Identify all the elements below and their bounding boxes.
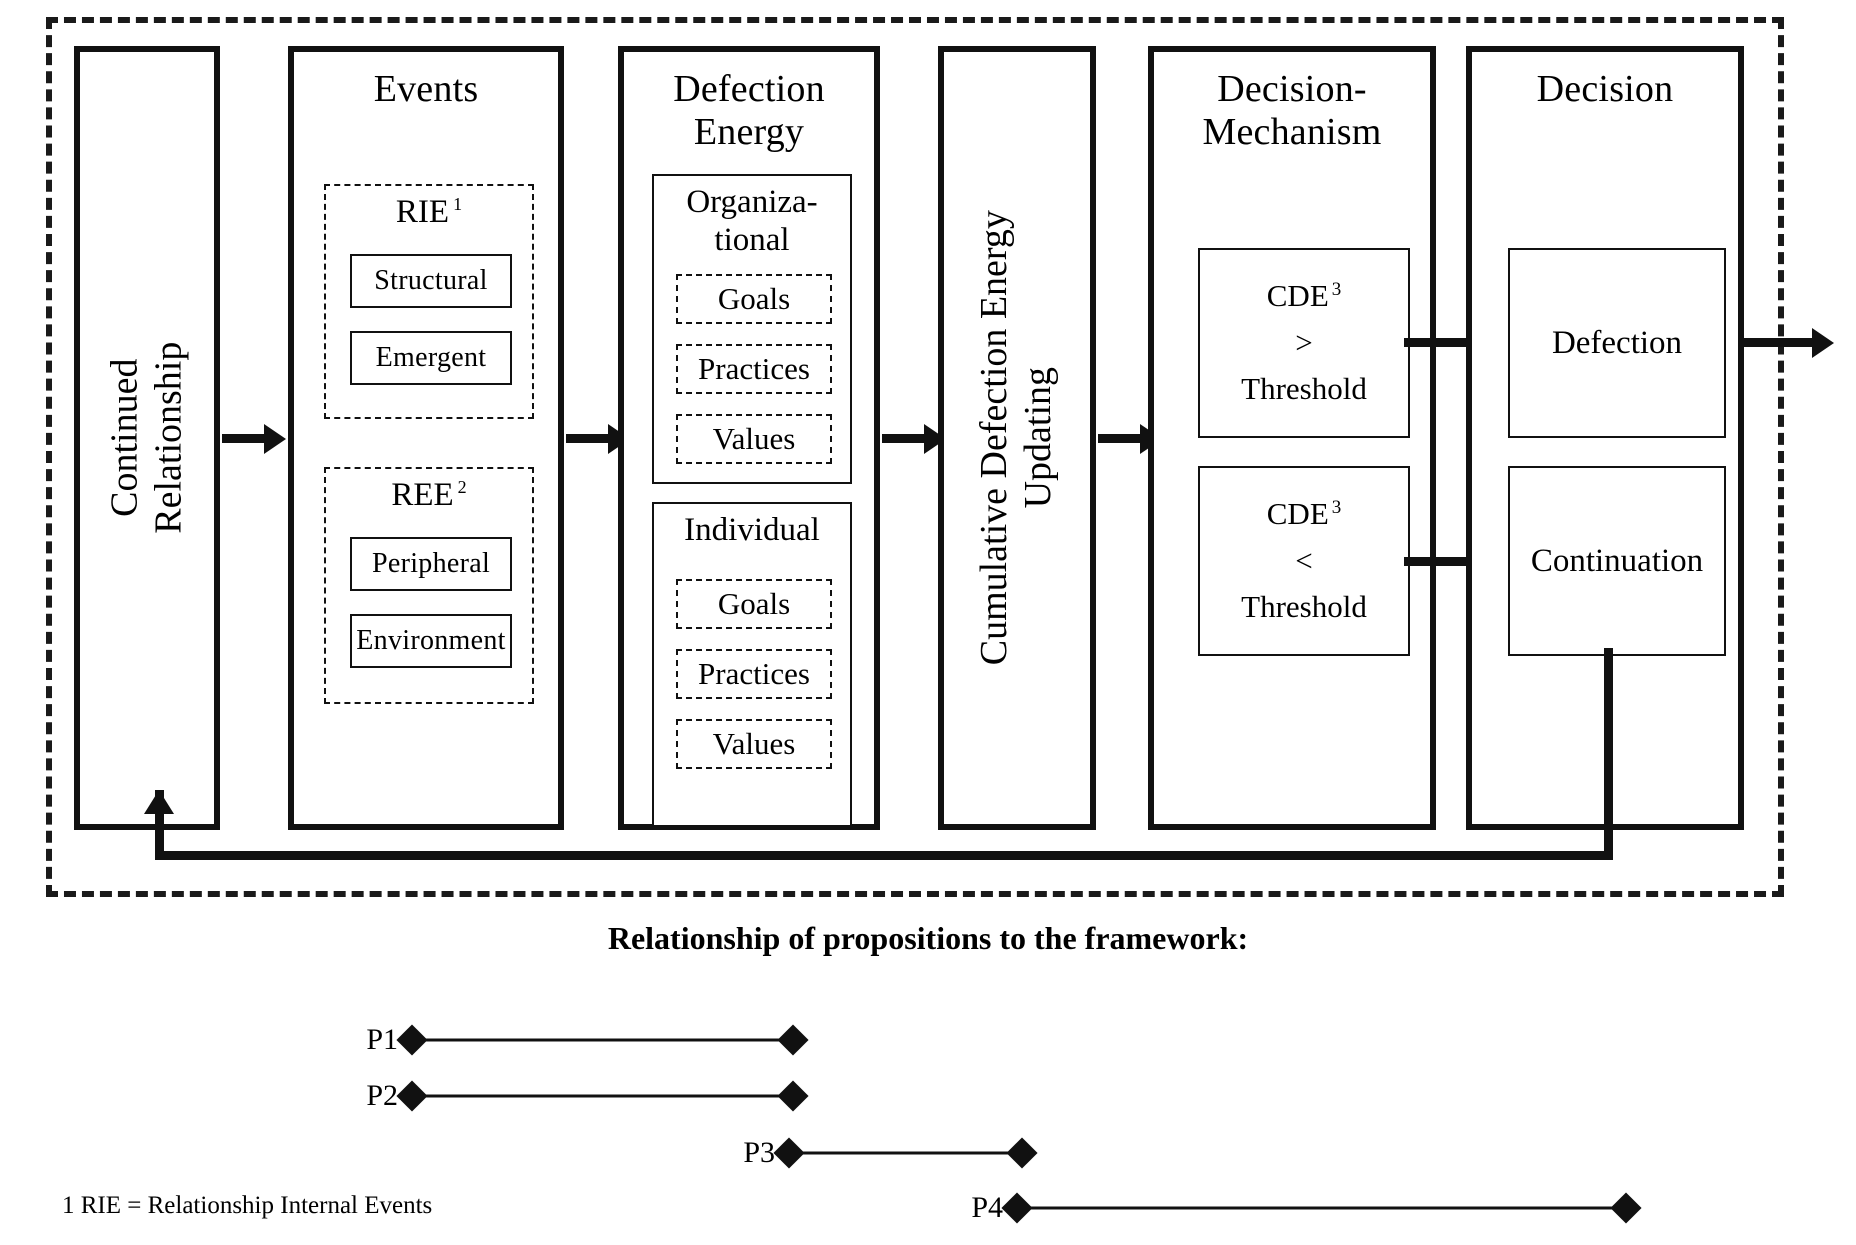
organizational-label-line-2: tional <box>714 221 790 258</box>
title-line-energy: Energy <box>693 110 805 153</box>
stage-title-decision-mechanism: Decision- Mechanism <box>1154 52 1430 153</box>
proposition-start-diamond-p2 <box>396 1080 428 1112</box>
arrow-relationship-to-events-shaft <box>222 434 276 443</box>
event-box-environment[interactable]: Environment <box>350 614 512 668</box>
org-item-values[interactable]: Values <box>676 414 832 464</box>
cde-less-operator: < <box>1295 542 1313 578</box>
stage-defection-energy[interactable]: Defection Energy Organiza- tional Goals … <box>618 46 880 830</box>
panel-individual[interactable]: Individual Goals Practices Values <box>652 502 852 827</box>
proposition-end-diamond-p4 <box>1610 1192 1642 1224</box>
continued-relationship-title-wrap: Continued Relationship <box>80 52 214 824</box>
arrow-cde-less-to-continuation-shaft <box>1404 557 1502 566</box>
individual-label-line-1: Individual <box>684 512 820 548</box>
event-box-peripheral[interactable]: Peripheral <box>350 537 512 591</box>
stage-title-cumulative-defection-energy-updating: Cumulative Defection Energy Updating <box>973 210 1060 665</box>
panel-organizational[interactable]: Organiza- tional Goals Practices Values <box>652 174 852 484</box>
proposition-line-p2 <box>412 1094 793 1098</box>
proposition-line-p1 <box>412 1038 793 1042</box>
arrow-defection-exit-head <box>1812 328 1834 358</box>
proposition-start-diamond-p3 <box>773 1137 805 1169</box>
title-line-cumulative-defection-energy: Cumulative Defection Energy <box>973 210 1016 666</box>
cde-greater-head-text: CDE <box>1266 278 1329 314</box>
proposition-row-p4[interactable]: P4 <box>971 1188 1642 1228</box>
cde-less-target: Threshold <box>1241 589 1367 625</box>
proposition-end-diamond-p3 <box>1006 1137 1038 1169</box>
outcome-box-continuation[interactable]: Continuation <box>1508 466 1726 656</box>
feedback-loop-vertical <box>1604 648 1613 860</box>
proposition-end-diamond-p1 <box>777 1024 809 1056</box>
proposition-line-p3 <box>789 1151 1022 1155</box>
panel-title-individual: Individual <box>654 504 850 550</box>
title-line-continued: Continued <box>103 358 146 518</box>
proposition-row-p2[interactable]: P2 <box>366 1076 809 1116</box>
cde-greater-target: Threshold <box>1241 371 1367 407</box>
feedback-loop-horizontal <box>155 851 1613 860</box>
proposition-label-p3: P3 <box>743 1136 775 1169</box>
event-box-structural[interactable]: Structural <box>350 254 512 308</box>
framework-boundary <box>46 17 1784 897</box>
arrow-cde-updating-to-decision-mechanism-shaft <box>1098 434 1152 443</box>
arrow-events-to-defection-energy-shaft <box>566 434 620 443</box>
group-label-rie-text: RIE <box>395 194 450 230</box>
stage-title-decision: Decision <box>1536 68 1674 110</box>
proposition-label-p4: P4 <box>971 1191 1003 1224</box>
feedback-loop-riser <box>155 790 164 856</box>
cde-greater-footnote-marker: 3 <box>1331 278 1342 300</box>
title-line-decision: Decision- <box>1217 68 1367 110</box>
ind-item-practices[interactable]: Practices <box>676 649 832 699</box>
group-label-ree-text: REE <box>391 477 454 513</box>
title-line-updating: Updating <box>1017 367 1060 509</box>
stage-title-events: Events <box>373 68 479 110</box>
panel-title-organizational: Organiza- tional <box>654 176 850 259</box>
event-box-emergent[interactable]: Emergent <box>350 331 512 385</box>
arrow-cde-greater-to-defection-shaft <box>1404 338 1502 347</box>
stage-title-continued-relationship: Continued Relationship <box>103 342 190 534</box>
arrow-relationship-to-events-head <box>264 424 286 454</box>
propositions-heading: Relationship of propositions to the fram… <box>607 920 1249 956</box>
cde-less-head-text: CDE <box>1266 496 1329 532</box>
feedback-loop-arrow-head <box>144 790 174 814</box>
title-line-relationship: Relationship <box>147 341 190 535</box>
proposition-start-diamond-p4 <box>1001 1192 1033 1224</box>
ind-item-values[interactable]: Values <box>676 719 832 769</box>
org-item-goals[interactable]: Goals <box>676 274 832 324</box>
organizational-label-line-1: Organiza- <box>686 184 818 220</box>
proposition-row-p1[interactable]: P1 <box>366 1020 809 1060</box>
arrow-defection-exit-shaft <box>1740 338 1820 347</box>
cde-greater-operator: > <box>1295 324 1313 360</box>
group-ree-footnote-marker: 2 <box>457 477 467 497</box>
org-item-practices[interactable]: Practices <box>676 344 832 394</box>
cde-less-footnote-marker: 3 <box>1331 496 1342 518</box>
group-rie-footnote-marker: 1 <box>453 194 463 214</box>
title-line-mechanism: Mechanism <box>1202 110 1382 153</box>
proposition-label-p2: P2 <box>366 1079 398 1112</box>
arrow-defection-energy-to-cde-shaft <box>882 434 936 443</box>
title-line-defection: Defection <box>673 68 825 110</box>
proposition-label-p1: P1 <box>366 1023 398 1056</box>
proposition-line-p4 <box>1017 1206 1626 1210</box>
outcome-box-defection[interactable]: Defection <box>1508 248 1726 438</box>
proposition-start-diamond-p1 <box>396 1024 428 1056</box>
cde-updating-title-wrap: Cumulative Defection Energy Updating <box>944 52 1090 824</box>
footnote-rie-definition: 1 RIE = Relationship Internal Events <box>62 1192 433 1219</box>
stage-title-defection-energy: Defection Energy <box>624 52 874 153</box>
stage-continued-relationship[interactable]: Continued Relationship <box>74 46 220 830</box>
proposition-row-p3[interactable]: P3 <box>743 1133 1038 1173</box>
stage-cumulative-defection-energy-updating[interactable]: Cumulative Defection Energy Updating <box>938 46 1096 830</box>
ind-item-goals[interactable]: Goals <box>676 579 832 629</box>
proposition-end-diamond-p2 <box>777 1080 809 1112</box>
